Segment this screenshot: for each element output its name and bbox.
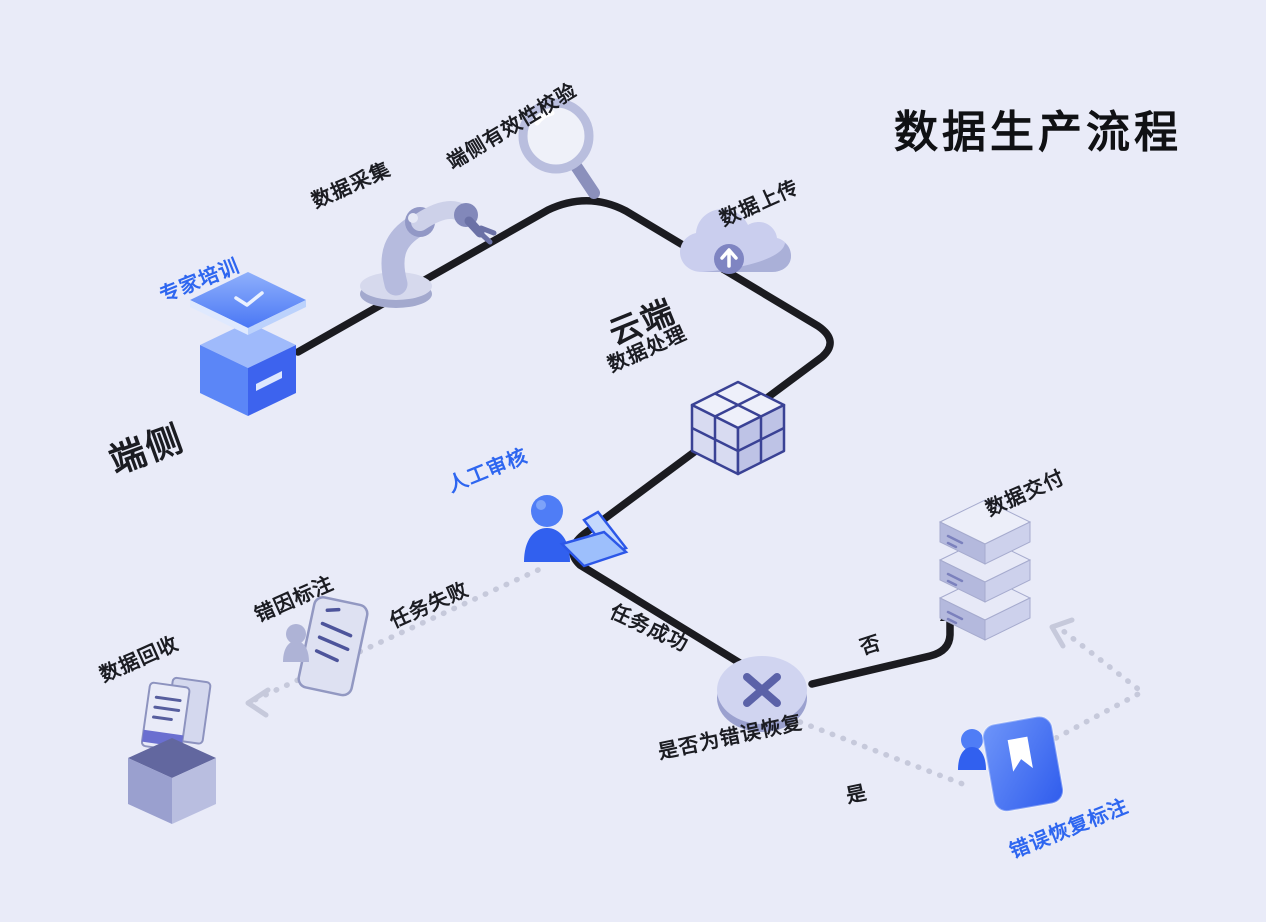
server-tier	[938, 499, 1032, 565]
archive-box-icon	[128, 676, 216, 824]
fail-arrow-chevron	[245, 687, 271, 718]
recovery-arrow-chevron	[1049, 617, 1075, 649]
recovery-dotted-line-back	[1053, 627, 1145, 741]
decision-to-delivery-line	[808, 612, 954, 688]
data-cube-icon	[690, 380, 786, 476]
person-laptop-icon	[524, 495, 629, 568]
expert-training-icon	[190, 272, 306, 416]
server-stack-icon	[938, 499, 1032, 641]
cloud-upload-icon	[680, 209, 791, 274]
recovery-dotted-line-out	[797, 719, 971, 789]
document-person-icon	[283, 596, 369, 697]
x-disc-icon	[717, 656, 807, 732]
page-title: 数据生产流程	[894, 108, 1182, 157]
magnifier-icon	[518, 98, 600, 199]
book-person-icon	[958, 715, 1065, 813]
robot-arm-icon	[360, 201, 497, 308]
